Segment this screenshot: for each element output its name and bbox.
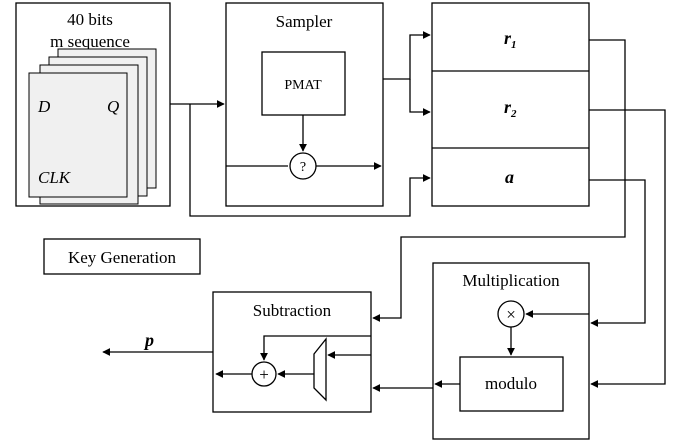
lfsr-title-line2: m sequence — [50, 32, 130, 51]
connections — [102, 31, 666, 392]
arrow-r1-to-subtraction — [372, 39, 626, 322]
lfsr-block: 40 bits m sequence D Q CLK — [15, 2, 171, 207]
output-p-label: p — [143, 330, 154, 350]
lfsr-pin-d: D — [37, 97, 51, 116]
arrow-lfsr-to-register-a — [189, 104, 431, 217]
arrow-r2-to-modulo — [589, 109, 666, 388]
sampler-title: Sampler — [276, 12, 333, 31]
subtraction-title: Subtraction — [253, 301, 332, 320]
multiplication-title: Multiplication — [462, 271, 560, 290]
register-r1-label: r1 — [504, 28, 517, 51]
subtraction-block: Subtraction + — [212, 291, 372, 413]
modulo-label: modulo — [485, 374, 537, 393]
sampler-block: Sampler PMAT ? — [225, 2, 384, 207]
register-bank: r1 r2 a — [431, 2, 590, 207]
lfsr-pin-clk: CLK — [38, 168, 72, 187]
register-a-label: a — [505, 167, 514, 187]
lfsr-register-front — [28, 72, 128, 198]
multiplexer-shape — [313, 337, 327, 402]
multiply-symbol: × — [506, 305, 516, 324]
key-generation-label-box: Key Generation — [43, 238, 201, 275]
key-generation-text: Key Generation — [68, 248, 177, 267]
arrow-a-to-multiplication — [589, 179, 646, 327]
lfsr-pin-q: Q — [107, 97, 119, 116]
adder-symbol: + — [259, 365, 269, 384]
register-bank-box — [431, 2, 590, 207]
modulo-box — [459, 356, 564, 412]
key-generation-frame — [43, 238, 201, 275]
pmat-label: PMAT — [284, 78, 322, 93]
arrow-sampler-to-r1 — [383, 31, 431, 80]
arrow-into-adder-top — [260, 335, 371, 361]
compare-symbol: ? — [300, 160, 306, 175]
subtraction-box — [212, 291, 372, 413]
register-r2-label: r2 — [504, 97, 517, 120]
lfsr-title-line1: 40 bits — [67, 10, 113, 29]
arrow-sampler-to-r2 — [409, 79, 431, 116]
